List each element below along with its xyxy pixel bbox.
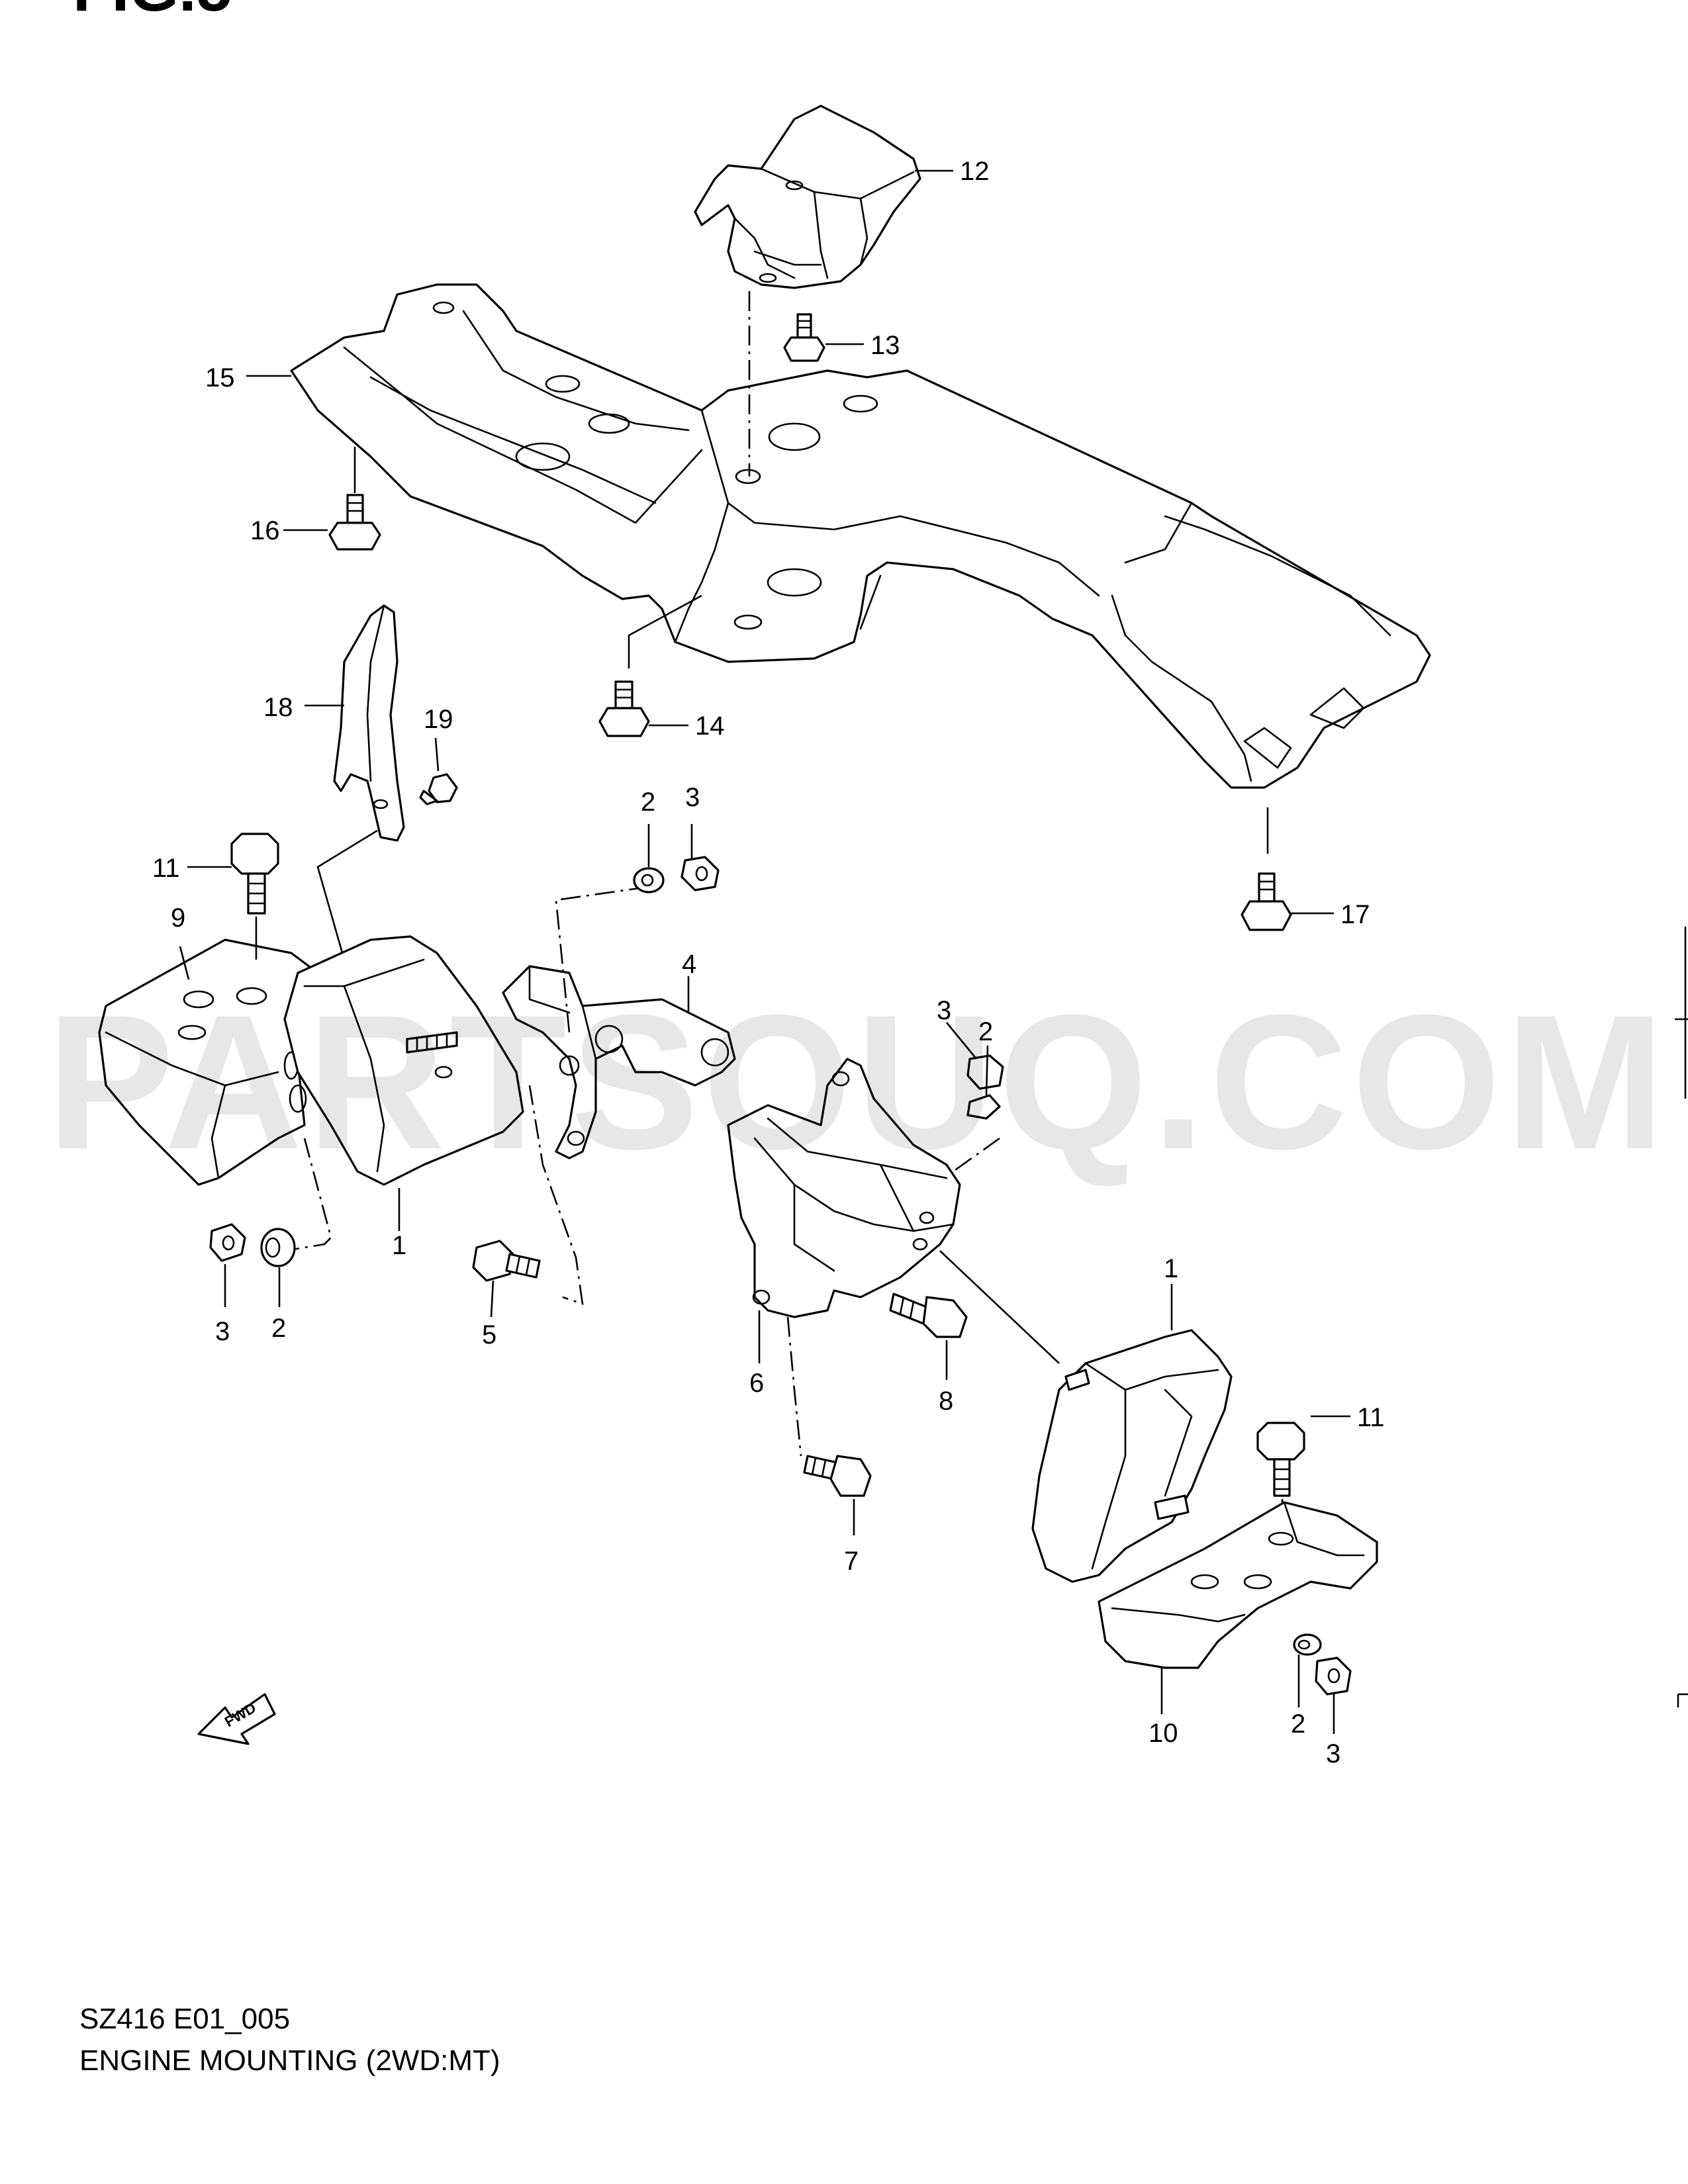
callout-2-upper: 2 [641, 788, 655, 817]
bolt-part-7 [803, 1455, 872, 1497]
washer-part-2-right-upper [966, 1094, 1001, 1120]
bracket-part-6 [727, 1058, 961, 1318]
callout-17: 17 [1340, 900, 1370, 929]
bolt-part-8 [889, 1293, 968, 1338]
footer-code: SZ416 E01_005 [79, 2003, 290, 2035]
callout-15: 15 [205, 363, 235, 392]
bracket-part-4 [502, 965, 736, 1160]
callout-10: 10 [1149, 1719, 1178, 1748]
nut-part-3-right-upper [966, 1054, 1004, 1090]
left-mount-axis [284, 1138, 332, 1252]
washer-part-2-right-lower [1293, 1633, 1322, 1656]
bolt-part-5 [472, 1240, 541, 1282]
callout-2-right-upper: 2 [978, 1017, 993, 1046]
leader-lines [179, 169, 1350, 1734]
callout-3-upper: 3 [685, 783, 700, 812]
washer-part-2-left [260, 1228, 296, 1267]
washer-part-2-upper [633, 867, 665, 893]
bolt-part-14 [598, 680, 650, 737]
callout-5: 5 [482, 1320, 496, 1349]
bolt-part-11-right [1256, 1422, 1305, 1497]
callout-3-right-lower: 3 [1326, 1739, 1340, 1768]
callout-8: 8 [939, 1387, 953, 1416]
callout-14: 14 [695, 711, 725, 741]
bolt-part-19 [419, 773, 458, 805]
callout-6: 6 [749, 1369, 764, 1398]
rubber-mount-part-1-left [283, 935, 524, 1186]
bracket-part-9 [98, 938, 319, 1186]
callout-2-right-lower: 2 [1291, 1709, 1305, 1739]
callout-9: 9 [171, 903, 185, 933]
nut-part-3-right-lower [1315, 1657, 1352, 1696]
bolt-part-17 [1241, 872, 1292, 931]
callout-19: 19 [424, 705, 453, 734]
callout-7: 7 [844, 1547, 859, 1576]
callout-13: 13 [870, 331, 900, 360]
watermark: PARTSOUQ.COM [46, 975, 1669, 1189]
mount-bracket-part-12 [694, 105, 921, 289]
callout-2-left: 2 [271, 1314, 286, 1343]
callout-4: 4 [682, 950, 696, 979]
callout-1-right: 1 [1164, 1254, 1178, 1283]
bracket-part-10 [1098, 1501, 1378, 1669]
callout-16: 16 [250, 516, 280, 545]
callout-3-left: 3 [215, 1317, 230, 1346]
callout-11-right: 11 [1357, 1403, 1385, 1432]
nut-part-3-upper [680, 856, 720, 891]
bolt-part-11-left [230, 833, 279, 915]
bolt-part-16 [328, 494, 381, 551]
fwd-arrow-icon: FWD [197, 1693, 276, 1745]
stay-part-18 [333, 604, 405, 842]
nut-part-3-left [209, 1223, 246, 1262]
callout-1-left: 1 [392, 1231, 406, 1260]
callout-11-left: 11 [152, 854, 180, 883]
rubber-mount-part-1-right [1031, 1329, 1233, 1583]
callout-3-right-upper: 3 [937, 996, 951, 1025]
bolt-part-13 [783, 313, 825, 362]
crossmember-part-15 [290, 283, 1431, 789]
figure-heading: FIG.5 [73, 0, 232, 24]
callout-12: 12 [960, 157, 990, 186]
footer-title: ENGINE MOUNTING (2WD:MT) [79, 2044, 500, 2077]
callout-18: 18 [263, 693, 293, 722]
